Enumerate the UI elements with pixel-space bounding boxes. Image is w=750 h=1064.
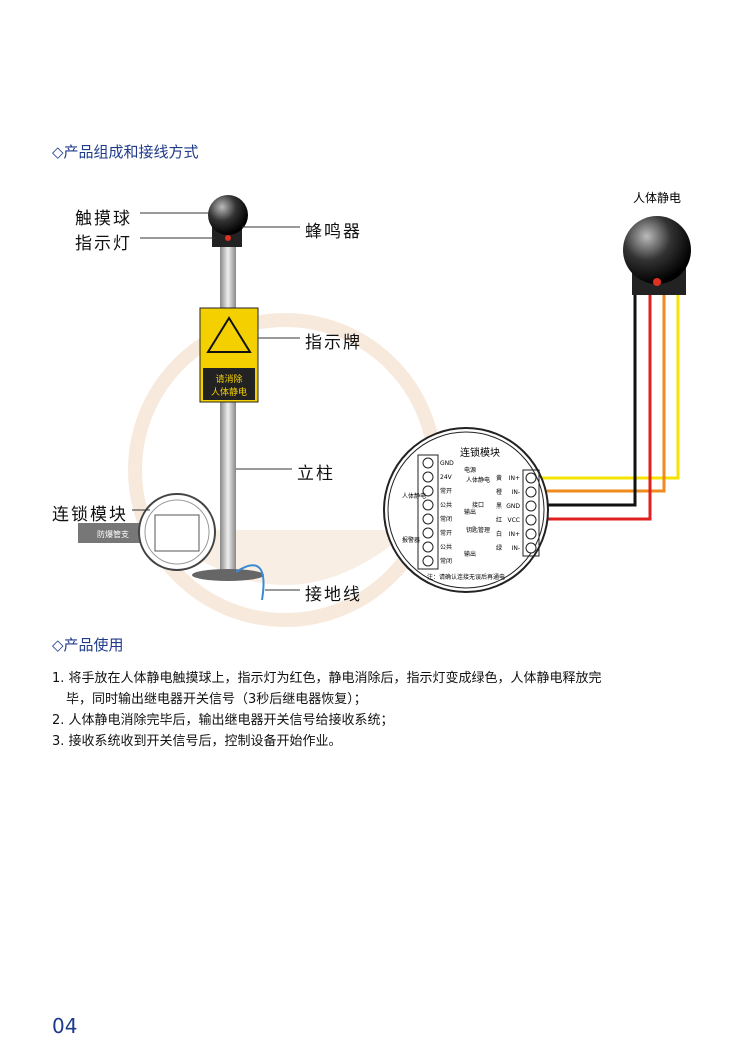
page-number: 04 [52,1014,78,1038]
terminal-screw [422,555,434,567]
wire-color-label: 黄 [496,474,502,482]
terminal-label: GND [440,460,454,467]
usage-step-1: 1. 将手放在人体静电触摸球上，指示灯为红色，静电消除后，指示灯变成绿色，人体静… [52,671,602,686]
terminal-screw [422,527,434,539]
side-group-label: 人体静电 [402,492,426,500]
label-buzzer: 蜂鸣器 [305,222,362,242]
terminal-screw [422,485,434,497]
pole [220,240,236,570]
terminal-label: 24V [440,474,453,481]
wire-yellow [535,295,680,480]
wire-color-label: 绿 [496,544,502,552]
diamond-outline-icon: ◇ [52,143,64,161]
label-sign: 指示牌 [305,333,362,353]
terminal-label: IN+ [509,531,520,538]
terminal-screw [525,472,537,484]
terminal-label: 常闭 [440,557,452,565]
touch-ball [208,195,248,235]
label-interlock-module: 连锁模块 [52,505,128,525]
ground-wire [235,564,265,601]
diamond-outline-icon: ◇ [52,636,64,654]
terminal-screw [525,514,537,526]
terminal-label: IN- [512,489,520,496]
section-heading-usage: ◇产品使用 [52,636,124,654]
terminal-label: IN- [512,545,520,552]
terminal-label: 常闭 [440,515,452,523]
wire-color-label: 橙 [496,488,502,496]
small-interlock-module: 防爆管支 [78,493,216,571]
interface-label: 钥匙管理 [466,526,490,534]
usage-step-3: 3. 接收系统收到开关信号后，控制设备开始作业。 [52,734,342,749]
terminal-label: VCC [508,517,520,524]
wiring-diagram: 人体静电 连锁模块 GND24V常开公共常闭常开公共常闭电源输出输出人体静电报警… [383,191,691,593]
sign-line-1: 请消除 [215,373,242,385]
wire-color-label: 黑 [496,503,502,510]
usage-instructions: 1. 将手放在人体静电触摸球上，指示灯为红色，静电消除后，指示灯变成绿色，人体静… [52,668,702,752]
indicator-light [225,235,231,241]
wire-black [535,295,637,507]
touch-ball [623,216,691,284]
terminal-label: IN+ [509,475,520,482]
interface-label: 接口 [472,501,484,509]
terminal-screw [422,513,434,525]
usage-step-2: 2. 人体静电消除完毕后，输出继电器开关信号给接收系统； [52,713,394,728]
module-title: 连锁模块 [460,446,500,459]
terminal-label: 公共 [440,543,452,551]
label-touch-ball: 触摸球 [75,209,132,229]
wire-color-label: 白 [496,530,502,538]
pipe-label: 防爆管支 [97,529,129,539]
static-eliminator-illustration: 请消除 人体静电 防爆管支 [78,195,300,601]
terminal-group-label: 电源 [464,466,476,474]
label-pole: 立柱 [297,464,335,484]
sign-line-2: 人体静电 [211,386,247,398]
indicator-light [653,278,661,286]
terminal-label: 常开 [440,487,452,495]
side-group-label: 报警器 [402,536,420,544]
module-note: 注：请确认连接无误后再通电 [427,573,505,581]
terminal-label: 公共 [440,501,452,509]
terminal-screw [422,471,434,483]
terminal-group-label: 输出 [464,550,476,558]
interface-label: 人体静电 [466,476,490,484]
terminal-label: GND [506,503,520,510]
right-device-label: 人体静电 [633,191,681,205]
label-ground-wire: 接地线 [305,585,362,605]
terminal-screw [525,500,537,512]
label-indicator-light: 指示灯 [75,234,132,254]
terminal-label: 常开 [440,529,452,537]
terminal-group-label: 输出 [464,508,476,516]
wire-red [535,295,652,521]
pole-base [192,569,264,581]
terminal-screw [525,486,537,498]
terminal-screw [422,457,434,469]
wire-orange [535,295,666,493]
wire-color-label: 红 [496,516,502,524]
terminal-screw [422,499,434,511]
terminal-screw [525,528,537,540]
usage-step-1-cont: 毕，同时输出继电器开关信号（3秒后继电器恢复）； [66,692,367,707]
terminal-screw [422,541,434,553]
terminal-screw [525,542,537,554]
section-heading-composition: ◇产品组成和接线方式 [52,143,199,161]
